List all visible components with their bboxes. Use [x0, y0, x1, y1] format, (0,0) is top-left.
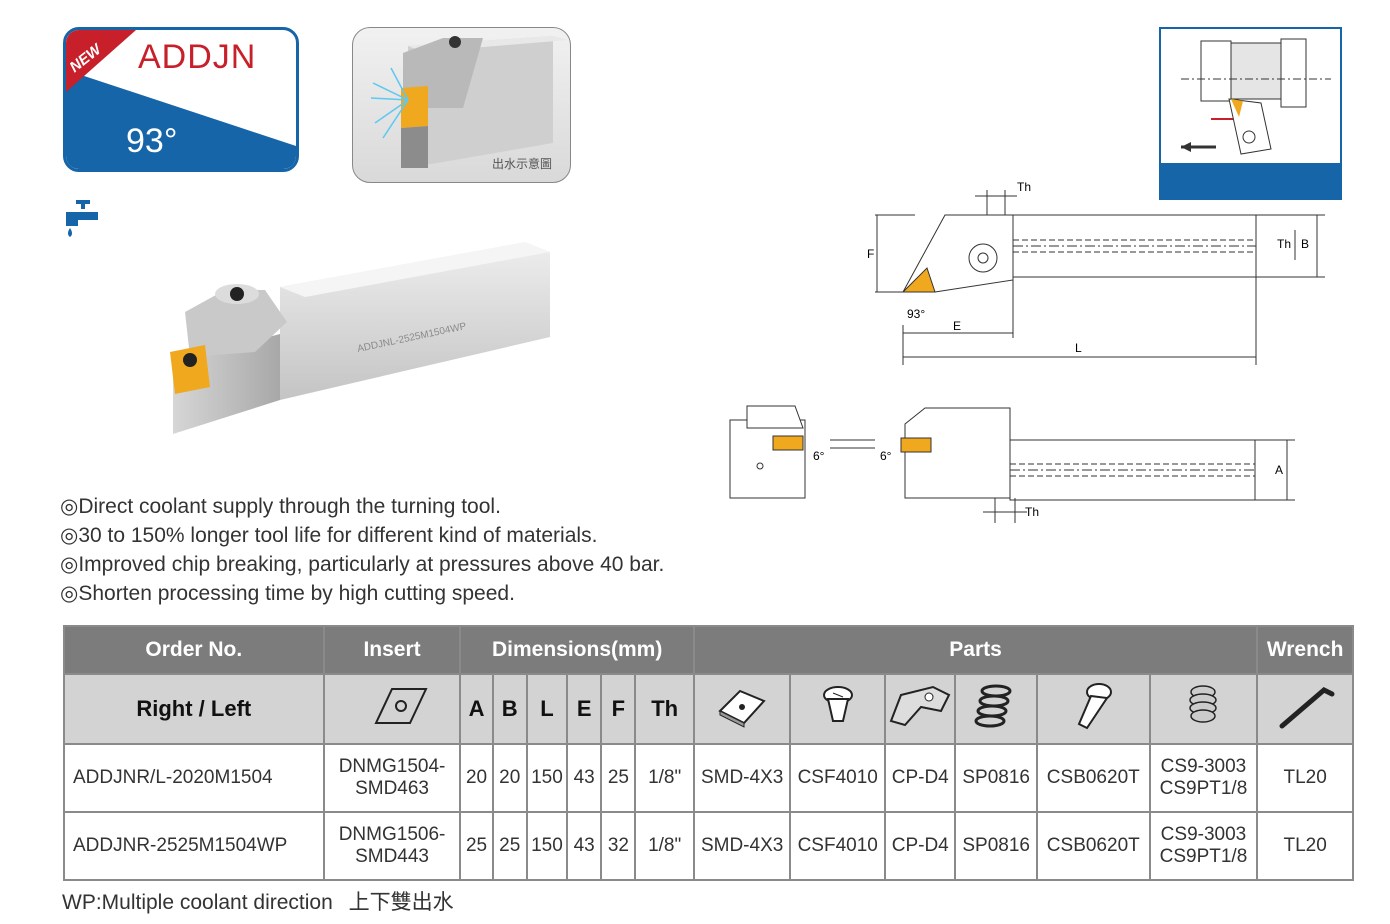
footer-note: WP:Multiple coolant direction 上下雙出水: [62, 886, 454, 916]
part-clamp-screw: CSB0620T: [1035, 743, 1151, 813]
col-dimensions: Dimensions(mm): [459, 625, 695, 675]
machining-diagram: [1159, 27, 1342, 200]
feature-list: ◎Direct coolant supply through the turni…: [60, 492, 664, 608]
part-shim: SMD-4X3: [692, 811, 792, 881]
feature-item: ◎Shorten processing time by high cutting…: [60, 582, 515, 605]
feature-item: ◎30 to 150% longer tool life for differe…: [60, 524, 598, 547]
angle-93-label: 93°: [907, 307, 925, 321]
coolant-preview: 出水示意圖: [352, 27, 571, 183]
dim-f: 25: [600, 743, 637, 813]
part-clamp-screw: CSB0620T: [1035, 811, 1151, 881]
part-spring: SP0816: [954, 811, 1038, 881]
spring-icon: [954, 673, 1038, 745]
dim-b: 20: [491, 743, 528, 813]
part-wrench: TL20: [1256, 811, 1354, 881]
col-order: Order No.: [63, 625, 325, 675]
rake-angle-right: 6°: [880, 449, 892, 463]
dim-th-side-label: Th: [1277, 237, 1291, 251]
sub-e: E: [566, 673, 603, 745]
coolant-faucet-icon: [62, 198, 104, 251]
dim-f: 32: [600, 811, 637, 881]
top-view-drawing: F E L B Th Th 93°: [855, 180, 1340, 375]
rake-angle-left: 6°: [813, 449, 825, 463]
dim-a: 25: [459, 811, 494, 881]
spec-table: Order No. Insert Dimensions(mm) Parts Wr…: [63, 625, 1354, 881]
sub-f: F: [600, 673, 637, 745]
part-spring: SP0816: [954, 743, 1038, 813]
sub-a: A: [459, 673, 494, 745]
dim-th: 1/8": [634, 743, 695, 813]
coolant-screw-icon: [1148, 673, 1259, 745]
shim-screw-icon: [789, 673, 887, 745]
col-wrench: Wrench: [1256, 625, 1354, 675]
dim-b: 25: [491, 811, 528, 881]
badge-background: [66, 30, 296, 169]
dim-f-label: F: [867, 247, 874, 261]
dim-e-label: E: [953, 319, 961, 333]
footer-note-en: WP:Multiple coolant direction: [62, 891, 333, 914]
feature-item: ◎Direct coolant supply through the turni…: [60, 495, 501, 518]
order-no: ADDJNR/L-2020M1504: [63, 743, 325, 813]
badge-angle: 93°: [126, 122, 178, 160]
footer-note-cn: 上下雙出水: [348, 891, 454, 914]
dim-a: 20: [459, 743, 494, 813]
clamp-icon: [884, 673, 957, 745]
part-wrench: TL20: [1256, 743, 1354, 813]
dim-e: 43: [566, 743, 603, 813]
dim-th: 1/8": [634, 811, 695, 881]
dim-l: 150: [525, 743, 569, 813]
clamp-screw-icon: [1035, 673, 1151, 745]
dim-th-top-label: Th: [1017, 180, 1031, 194]
coolant-preview-image: [370, 36, 568, 168]
dim-l: 150: [525, 811, 569, 881]
product-badge: NEW ADDJN 93°: [63, 27, 299, 172]
col-parts: Parts: [692, 625, 1259, 675]
part-clamp: CP-D4: [884, 743, 957, 813]
sub-order: Right / Left: [63, 673, 325, 745]
insert-code: DNMG1504-SMD463: [322, 743, 462, 813]
part-shim-screw: CSF4010: [789, 743, 887, 813]
dim-th-bottom-label: Th: [1025, 505, 1039, 519]
dim-e: 43: [566, 811, 603, 881]
col-insert: Insert: [322, 625, 462, 675]
wrench-icon: [1256, 673, 1354, 745]
part-clamp: CP-D4: [884, 811, 957, 881]
dim-l-label: L: [1075, 341, 1082, 355]
sub-b: B: [491, 673, 528, 745]
dim-b-label: B: [1301, 237, 1309, 251]
order-no: ADDJNR-2525M1504WP: [63, 811, 325, 881]
badge-model: ADDJN: [138, 38, 257, 76]
insert-code: DNMG1506-SMD443: [322, 811, 462, 881]
table-row: ADDJNR/L-2020M1504 DNMG1504-SMD463 20 20…: [63, 743, 1354, 813]
sub-l: L: [525, 673, 569, 745]
sub-th: Th: [634, 673, 695, 745]
side-view-drawing: A Th 6° 6°: [725, 398, 1305, 523]
table-header-row: Order No. Insert Dimensions(mm) Parts Wr…: [63, 625, 1354, 675]
feature-item: ◎Improved chip breaking, particularly at…: [60, 553, 665, 576]
tool-render: ADDJNL-2525M1504WP: [25, 212, 605, 462]
shim-icon: [692, 673, 792, 745]
insert-shape-icon: [322, 673, 462, 745]
table-row: ADDJNR-2525M1504WP DNMG1506-SMD443 25 25…: [63, 811, 1354, 881]
table-subheader-row: Right / Left A B L E F Th: [63, 673, 1354, 745]
dim-a-label: A: [1275, 463, 1283, 477]
preview-caption: 出水示意圖: [491, 157, 552, 171]
part-shim: SMD-4X3: [692, 743, 792, 813]
part-shim-screw: CSF4010: [789, 811, 887, 881]
